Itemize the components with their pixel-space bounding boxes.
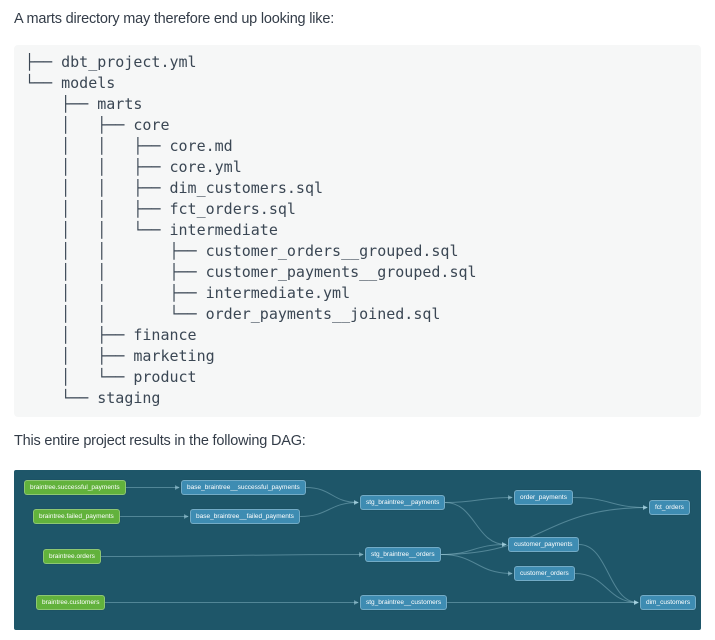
dag-node-customer-orders: customer_orders [514, 566, 575, 581]
dag-node-stg-braintree-customers: stg_braintree__customers [360, 595, 448, 610]
dag-edge [305, 487, 359, 505]
intro-paragraph: A marts directory may therefore end up l… [14, 11, 335, 27]
dag-node-fct-orders: fct_orders [649, 500, 690, 515]
dag-image[interactable]: braintree.successful_payments braintree.f… [14, 470, 701, 630]
dag-node-dim-customers: dim_customers [640, 595, 697, 610]
dag-node-braintree-successful-payments: braintree.successful_payments [24, 480, 126, 495]
dag-caption-paragraph: This entire project results in the follo… [14, 433, 306, 449]
dag-edge [574, 573, 639, 605]
dag-edge [100, 552, 364, 558]
dag-node-stg-braintree-payments: stg_braintree__payments [360, 495, 446, 510]
dag-node-braintree-customers: braintree.customers [36, 595, 106, 610]
dag-edge [299, 500, 359, 517]
dag-edge [572, 497, 648, 510]
dag-node-customer-payments: customer_payments [508, 537, 579, 552]
dag-node-stg-braintree-orders: stg_braintree__orders [365, 547, 441, 562]
dag-edges-layer [100, 485, 648, 605]
dag-edge [440, 505, 648, 555]
dag-edge [440, 554, 513, 576]
dag-edge [578, 544, 639, 605]
directory-tree-text: ├── dbt_project.yml └── models ├── marts… [25, 53, 477, 407]
dag-node-base-braintree-failed-payments: base_braintree__failed_payments [190, 509, 300, 524]
dag-node-braintree-failed-payments: braintree.failed_payments [33, 509, 120, 524]
dag-node-braintree-orders: braintree.orders [43, 549, 101, 564]
dag-edge [444, 502, 507, 547]
dag-node-base-braintree-successful-payments: base_braintree__successful_payments [181, 480, 306, 495]
dag-edge [444, 495, 513, 503]
directory-tree-code-block: ├── dbt_project.yml └── models ├── marts… [14, 45, 701, 417]
dag-edge [440, 542, 507, 555]
dag-node-order-payments: order_payments [514, 490, 573, 505]
